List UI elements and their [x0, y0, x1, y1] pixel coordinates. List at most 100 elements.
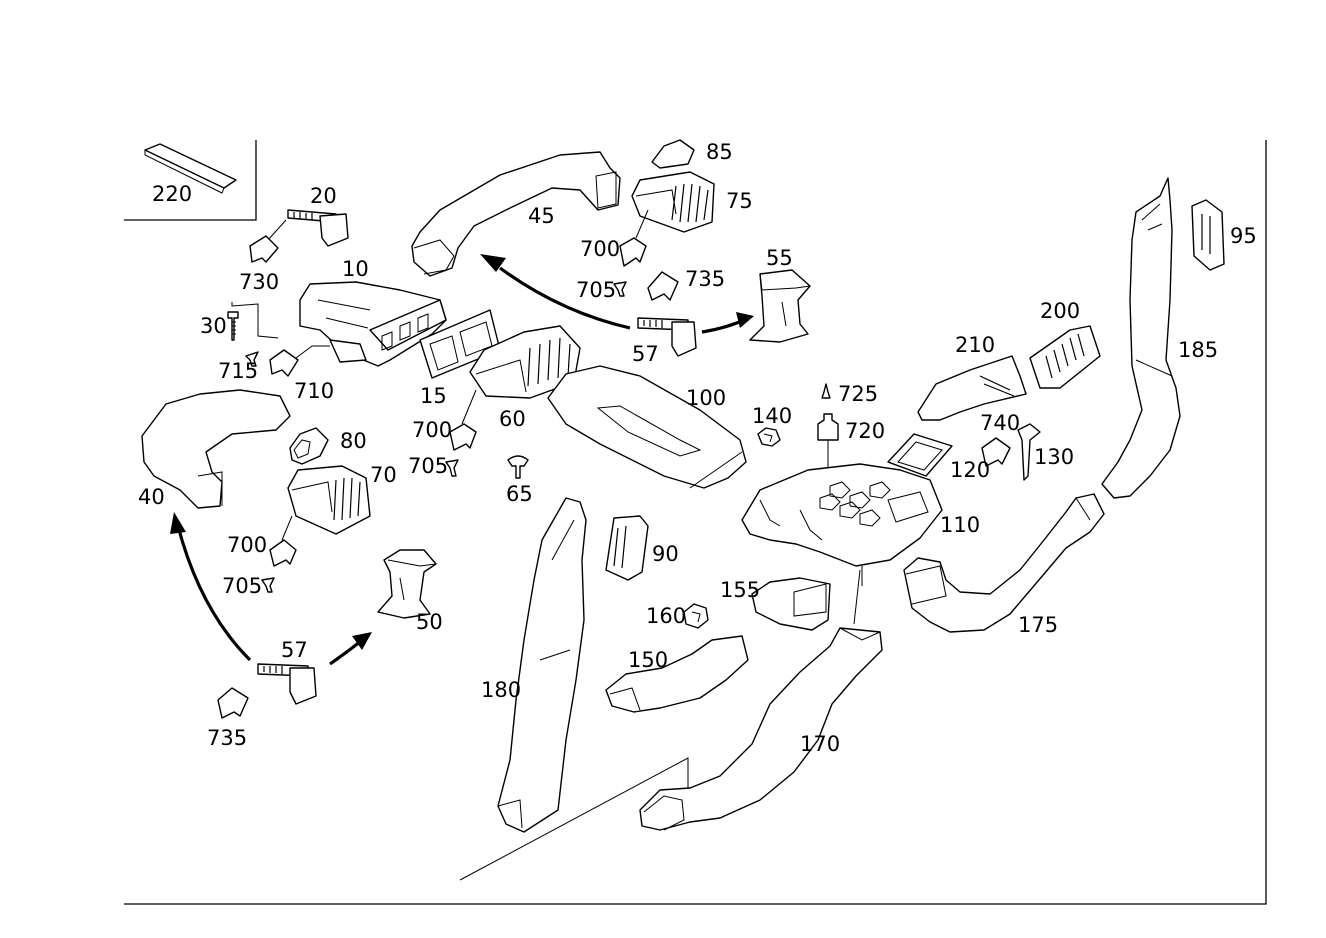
leader-700b: [461, 389, 477, 425]
part-725-pin[interactable]: [821, 383, 831, 399]
label-735-a[interactable]: 735: [685, 267, 725, 291]
label-155[interactable]: 155: [720, 578, 760, 602]
part-740-clip[interactable]: [981, 437, 1011, 467]
part-160-nut[interactable]: [683, 603, 709, 629]
label-700-c[interactable]: 700: [227, 533, 267, 557]
part-220-strip[interactable]: [144, 143, 237, 194]
label-110[interactable]: 110: [940, 513, 980, 537]
part-175-hose[interactable]: [903, 493, 1105, 633]
label-175[interactable]: 175: [1018, 613, 1058, 637]
part-95-vent[interactable]: [1191, 199, 1225, 271]
part-75-vent[interactable]: [631, 171, 715, 233]
part-50-connector[interactable]: [377, 549, 437, 619]
label-60[interactable]: 60: [499, 407, 526, 431]
part-185-duct[interactable]: [1101, 177, 1181, 499]
label-700-b[interactable]: 700: [412, 418, 452, 442]
part-180-duct[interactable]: [497, 497, 587, 833]
leader-700a: [635, 209, 649, 239]
label-90[interactable]: 90: [652, 542, 679, 566]
part-85-cap[interactable]: [651, 139, 695, 169]
label-80[interactable]: 80: [340, 429, 367, 453]
part-30-screw[interactable]: [227, 311, 239, 341]
part-100-air-duct[interactable]: [547, 365, 747, 489]
label-70[interactable]: 70: [370, 463, 397, 487]
label-740[interactable]: 740: [980, 411, 1020, 435]
leader-110: [853, 569, 861, 625]
label-725[interactable]: 725: [838, 382, 878, 406]
label-735-b[interactable]: 735: [207, 726, 247, 750]
label-10[interactable]: 10: [342, 257, 369, 281]
part-70-vent[interactable]: [287, 465, 371, 535]
label-715[interactable]: 715: [218, 359, 258, 383]
part-65-push-clip[interactable]: [507, 455, 529, 479]
label-140[interactable]: 140: [752, 404, 792, 428]
label-730[interactable]: 730: [239, 270, 279, 294]
part-700-clip-a[interactable]: [619, 237, 647, 267]
label-160[interactable]: 160: [646, 604, 686, 628]
part-710-clip[interactable]: [269, 349, 299, 377]
diagram-frame: [124, 140, 1267, 905]
label-57-b[interactable]: 57: [281, 638, 308, 662]
part-55-connector[interactable]: [749, 269, 811, 343]
label-120[interactable]: 120: [950, 458, 990, 482]
part-170-hose[interactable]: [639, 627, 883, 831]
label-50[interactable]: 50: [416, 610, 443, 634]
label-65[interactable]: 65: [506, 482, 533, 506]
label-185[interactable]: 185: [1178, 338, 1218, 362]
part-140-nut[interactable]: [757, 427, 781, 447]
label-220[interactable]: 220: [152, 182, 192, 206]
label-180[interactable]: 180: [481, 678, 521, 702]
part-40-air-duct[interactable]: [141, 389, 291, 509]
part-155-duct[interactable]: [751, 577, 831, 631]
part-700-clip-c[interactable]: [269, 539, 297, 567]
part-90-vent[interactable]: [605, 515, 649, 581]
label-85[interactable]: 85: [706, 140, 733, 164]
arrow-57-to-40: [170, 512, 252, 662]
part-57-bracket-a[interactable]: [637, 317, 697, 357]
part-735-clip-b[interactable]: [217, 687, 249, 719]
label-95[interactable]: 95: [1230, 224, 1257, 248]
label-45[interactable]: 45: [528, 204, 555, 228]
label-705-b[interactable]: 705: [408, 454, 448, 478]
part-210-duct[interactable]: [917, 355, 1027, 421]
part-10-center-duct[interactable]: [299, 281, 447, 367]
label-30[interactable]: 30: [200, 314, 227, 338]
part-700-clip-b[interactable]: [449, 423, 477, 451]
part-20-bracket[interactable]: [287, 209, 349, 247]
leader-710: [295, 345, 330, 359]
label-170[interactable]: 170: [800, 732, 840, 756]
label-75[interactable]: 75: [726, 189, 753, 213]
label-705-c[interactable]: 705: [222, 574, 262, 598]
part-120-seal[interactable]: [887, 433, 953, 477]
part-705-pin-a[interactable]: [613, 281, 627, 297]
label-15[interactable]: 15: [420, 384, 447, 408]
label-100[interactable]: 100: [686, 386, 726, 410]
label-210[interactable]: 210: [955, 333, 995, 357]
part-705-pin-c[interactable]: [261, 577, 275, 593]
part-110-housing[interactable]: [741, 463, 943, 586]
label-130[interactable]: 130: [1034, 445, 1074, 469]
label-40[interactable]: 40: [138, 485, 165, 509]
part-130-sensor[interactable]: [1017, 423, 1041, 481]
part-60-vent[interactable]: [469, 325, 581, 399]
label-200[interactable]: 200: [1040, 299, 1080, 323]
part-715-pin[interactable]: [245, 351, 259, 367]
label-20[interactable]: 20: [310, 184, 337, 208]
part-720-clip[interactable]: [817, 413, 839, 441]
label-57-a[interactable]: 57: [632, 342, 659, 366]
part-735-clip-a[interactable]: [647, 271, 679, 301]
label-700-a[interactable]: 700: [580, 237, 620, 261]
part-705-pin-b[interactable]: [445, 459, 459, 477]
label-705-a[interactable]: 705: [576, 278, 616, 302]
part-730-clip[interactable]: [249, 235, 279, 263]
label-720[interactable]: 720: [845, 419, 885, 443]
arrow-57-to-45: [480, 254, 631, 330]
part-45-air-duct[interactable]: [411, 151, 621, 277]
part-200-vent[interactable]: [1029, 325, 1101, 389]
label-710[interactable]: 710: [294, 379, 334, 403]
part-80-cap[interactable]: [289, 427, 329, 465]
label-55[interactable]: 55: [766, 246, 793, 270]
part-150-duct[interactable]: [605, 635, 749, 713]
label-150[interactable]: 150: [628, 648, 668, 672]
part-57-bracket-b[interactable]: [257, 663, 317, 705]
